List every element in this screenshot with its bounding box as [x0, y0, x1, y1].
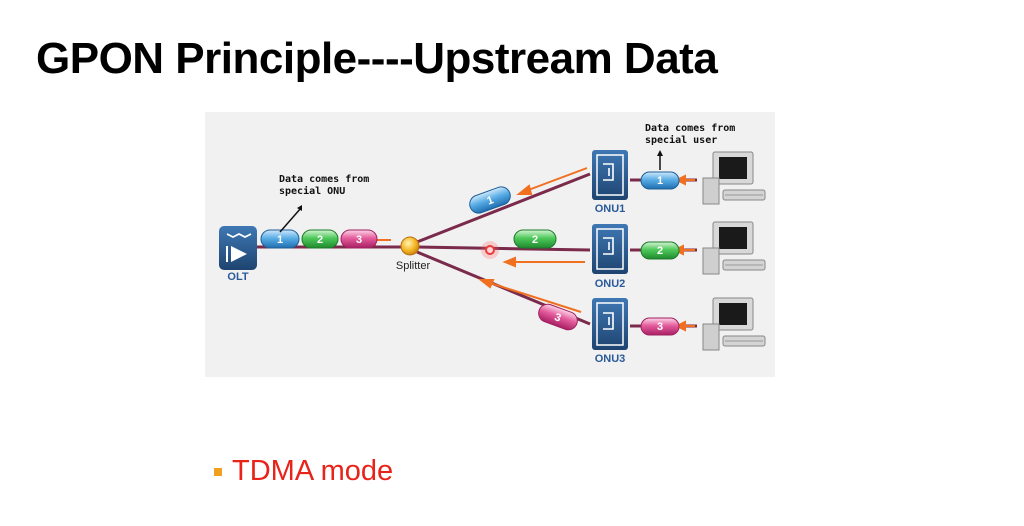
olt-device: OLT [219, 226, 257, 283]
onu-2: ONU2 [592, 224, 628, 290]
onu-label: ONU3 [595, 353, 626, 365]
branch-packets: 1 2 3 [469, 186, 578, 331]
annotation-line: Data comes from [645, 123, 735, 134]
packet-label: 1 [657, 175, 663, 187]
olt-label: OLT [227, 271, 248, 283]
splitter: Splitter [396, 236, 431, 272]
splitter-icon [400, 236, 420, 256]
packet-1 [640, 171, 680, 190]
packet-2 [513, 229, 557, 249]
packet-label: 3 [553, 311, 563, 324]
onu-icon [592, 298, 628, 350]
user-packets: 1 2 3 [640, 171, 680, 336]
packet-2 [640, 241, 680, 260]
annotation-line: special ONU [279, 185, 345, 197]
bullet-item: TDMA mode [214, 455, 393, 488]
computer-icon [702, 297, 766, 351]
computer-icon [702, 151, 766, 205]
onu-1: ONU1 [592, 150, 628, 215]
packet-2 [301, 229, 339, 249]
packet-1 [469, 186, 511, 214]
bullet-marker-icon [214, 467, 222, 476]
packet-label: 2 [532, 234, 538, 246]
annotation-line: special user [645, 134, 717, 146]
packet-label: 3 [356, 234, 362, 246]
onu-icon [592, 150, 628, 200]
gpon-upstream-diagram: OLT 1 2 3 Data comes from special ONU Sp… [205, 112, 775, 377]
packet-1 [260, 229, 300, 249]
packet-label: 2 [657, 245, 663, 257]
annotation-olt: Data comes from special ONU [279, 174, 369, 233]
packet-3 [640, 317, 680, 336]
onu-label: ONU2 [595, 278, 626, 290]
onu-label: ONU1 [595, 203, 626, 215]
bullet-text: TDMA mode [232, 455, 394, 487]
packet-3 [538, 303, 578, 331]
onu-3: ONU3 [592, 298, 628, 365]
annotation-line: Data comes from [279, 174, 369, 185]
computer-icon [702, 221, 766, 275]
highlight-dot [485, 245, 495, 255]
slide-title: GPON Principle----Upstream Data [36, 34, 718, 83]
packet-label: 3 [657, 321, 663, 333]
olt-icon [219, 226, 257, 270]
packet-3 [340, 229, 378, 249]
packet-label: 2 [317, 234, 323, 246]
splitter-label: Splitter [396, 260, 431, 272]
packet-label: 1 [277, 234, 283, 246]
annotation-user: Data comes from special user [645, 123, 735, 170]
packet-label: 1 [485, 194, 495, 207]
trunk-packets: 1 2 3 [260, 229, 378, 249]
onu-icon [592, 224, 628, 274]
